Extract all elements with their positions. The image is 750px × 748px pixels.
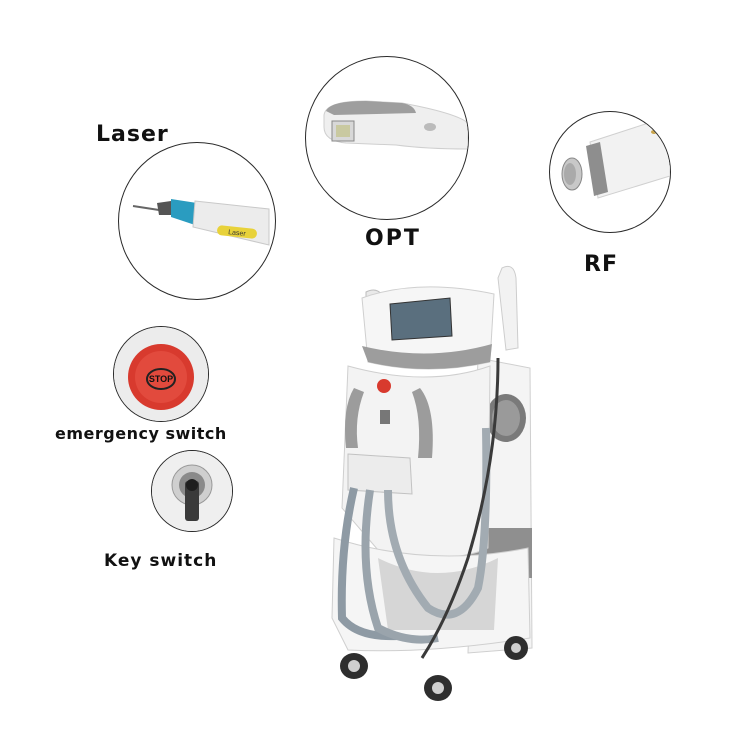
opt-label: OPT xyxy=(365,226,421,251)
emergency-switch-detail: STOP xyxy=(113,326,209,422)
rf-handpiece-detail xyxy=(549,111,671,233)
laser-handpiece-detail: Laser xyxy=(118,142,276,300)
laser-handpiece-image: Laser xyxy=(132,199,270,246)
emergency-switch-label: emergency switch xyxy=(55,424,227,443)
stop-button-text: STOP xyxy=(149,374,173,384)
laser-tag-text: Laser xyxy=(228,229,247,238)
machine-illustration xyxy=(331,265,533,701)
rf-handpiece-image xyxy=(561,115,670,199)
machine-image xyxy=(318,258,550,710)
rf-label: RF xyxy=(584,252,618,277)
key-switch-detail xyxy=(151,450,233,532)
key-switch-label: Key switch xyxy=(104,551,218,571)
laser-label: Laser xyxy=(96,122,169,147)
opt-handpiece-image xyxy=(323,100,468,150)
stop-button-image: STOP xyxy=(114,327,208,421)
opt-handpiece-detail xyxy=(305,56,469,220)
key-switch-image xyxy=(152,451,232,531)
